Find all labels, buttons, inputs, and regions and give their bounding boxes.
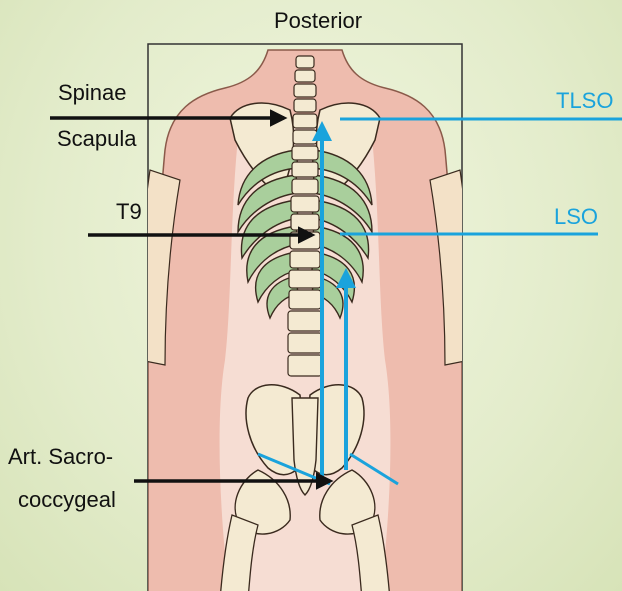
landmark-sacrococcygeal-line1: Art. Sacro- (8, 444, 113, 470)
orthosis-lso-label: LSO (554, 204, 598, 230)
landmark-spinae-scapula-line1: Spinae (58, 80, 127, 106)
view-title: Posterior (274, 8, 362, 34)
landmark-spinae-scapula-line2: Scapula (57, 126, 137, 152)
landmark-t9: T9 (116, 199, 142, 225)
orthosis-tlso-label: TLSO (556, 88, 613, 114)
landmark-sacrococcygeal-line2: coccygeal (18, 487, 116, 513)
